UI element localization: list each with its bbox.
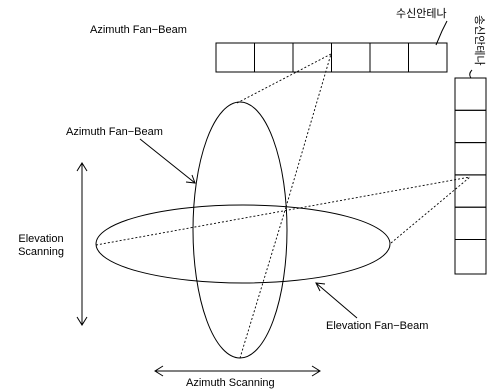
arrowhead	[315, 282, 326, 292]
projection-lines	[95, 53, 471, 359]
elevation-scanning-line1: Elevation	[18, 233, 64, 245]
transmit-antenna-leader	[469, 69, 473, 79]
transmit-antenna-label: 송신안테나	[473, 15, 486, 66]
leader-lines	[139, 20, 473, 319]
transmit-antenna-element	[454, 109, 487, 144]
receive-antenna-array	[215, 42, 448, 73]
azimuth-fan-beam-left-label: Azimuth Fan−Beam	[66, 126, 163, 138]
projection-line	[95, 176, 471, 246]
arrowhead	[154, 365, 164, 377]
elevation-scanning-label: Elevation Scanning	[2, 233, 80, 259]
azimuth-fan-beam-ellipse	[192, 101, 288, 359]
projection-line	[390, 176, 471, 244]
transmit-antenna-array	[454, 77, 487, 275]
elevation-fan-beam-label: Elevation Fan−Beam	[326, 320, 429, 332]
azimuth-scanning-label: Azimuth Scanning	[186, 377, 275, 389]
elevation-beam-leader-arrow	[315, 282, 358, 319]
arrowhead	[311, 365, 321, 377]
receive-antenna-element	[408, 42, 448, 73]
projection-line	[236, 53, 332, 104]
transmit-antenna-element	[454, 239, 487, 275]
receive-antenna-element	[369, 42, 409, 73]
scanning-arrows	[76, 162, 321, 377]
receive-antenna-label: 수신안테나	[396, 7, 447, 20]
receive-antenna-element	[331, 42, 371, 73]
transmit-antenna-element	[454, 206, 487, 240]
transmit-antenna-element	[454, 142, 487, 176]
transmit-antenna-element	[454, 77, 487, 111]
elevation-scanning-line2: Scanning	[18, 246, 64, 258]
arrowhead	[185, 174, 196, 184]
receive-antenna-element	[254, 42, 294, 73]
receive-antenna-element	[292, 42, 332, 73]
azimuth-fan-beam-top-label: Azimuth Fan−Beam	[90, 24, 187, 36]
arrowhead	[76, 162, 88, 172]
receive-antenna-element	[215, 42, 255, 73]
azimuth-beam-leader-arrow	[139, 138, 196, 184]
receive-antenna-leader	[435, 20, 448, 46]
elevation-fan-beam-ellipse	[95, 204, 391, 284]
arrowhead	[76, 316, 88, 326]
transmit-antenna-element	[454, 174, 487, 208]
projection-line	[285, 53, 332, 208]
